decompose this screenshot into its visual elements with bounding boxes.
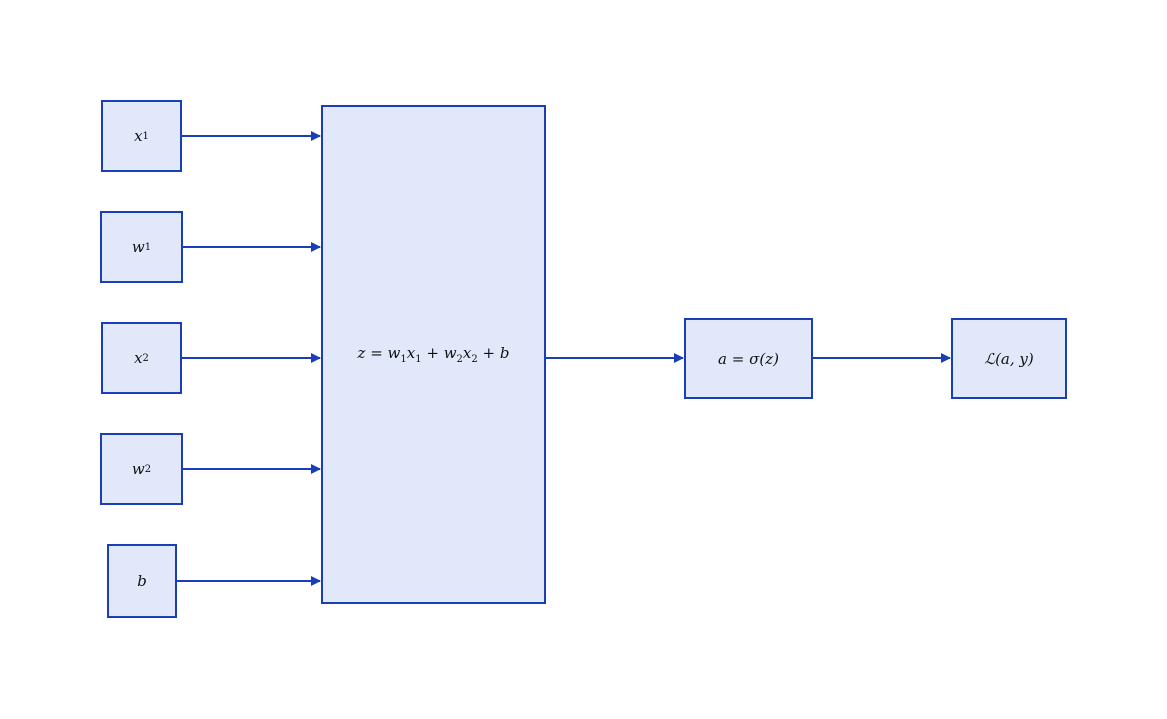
input-var: w [131, 460, 145, 478]
input-sub: 1 [144, 241, 152, 253]
loss-node: ℒ(a, y) [951, 318, 1067, 399]
loss-formula: ℒ(a, y) [984, 349, 1034, 368]
input-sub: 2 [144, 463, 152, 475]
activation-node: a = σ(z) [684, 318, 813, 399]
input-node-b: b [107, 544, 177, 618]
linear-node: z = w1x1 + w2x2 + b [321, 105, 546, 604]
input-sub: 2 [142, 352, 149, 364]
linear-formula: z = w1x1 + w2x2 + b [357, 344, 510, 365]
input-var: b [137, 572, 147, 590]
input-var: x [134, 127, 143, 145]
activation-formula: a = σ(z) [718, 349, 779, 368]
input-var: x [134, 349, 143, 367]
input-sub: 1 [142, 130, 149, 142]
input-var: w [131, 238, 145, 256]
